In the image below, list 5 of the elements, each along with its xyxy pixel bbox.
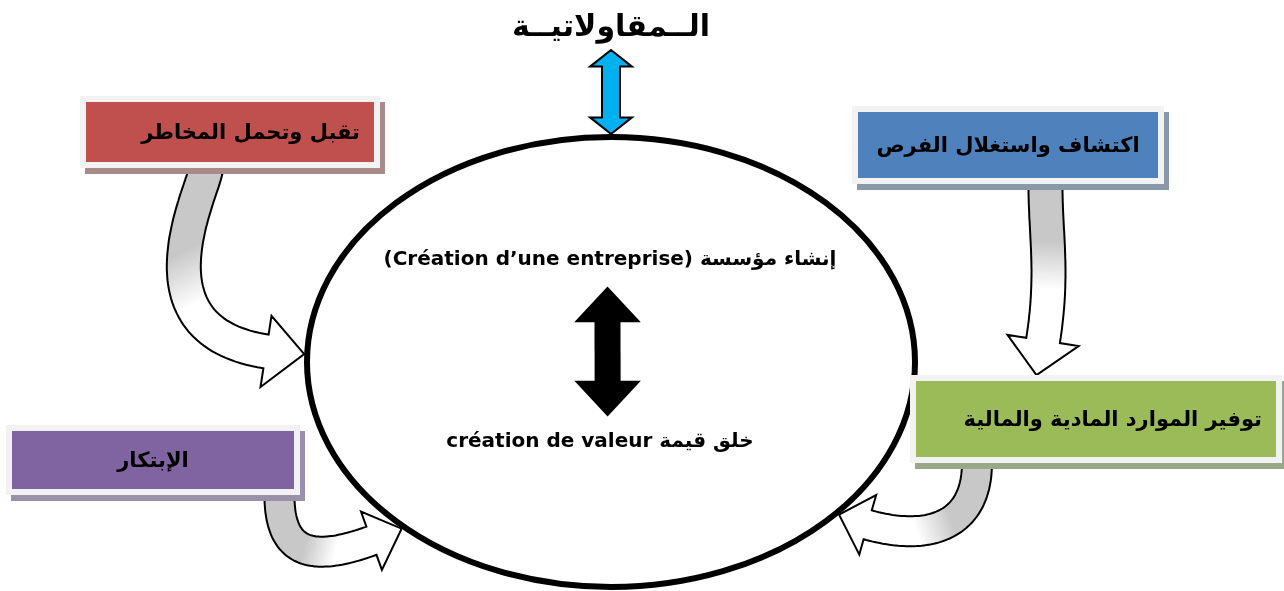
double-arrow	[574, 286, 641, 417]
title-text: الــمقاولاتيــة	[511, 7, 711, 43]
caption-text: création de valeur خلق قيمة	[446, 428, 754, 452]
caption-text: (Création d’une entreprise) إنشاء مؤسسة	[383, 246, 837, 270]
double-arrow	[587, 48, 635, 136]
